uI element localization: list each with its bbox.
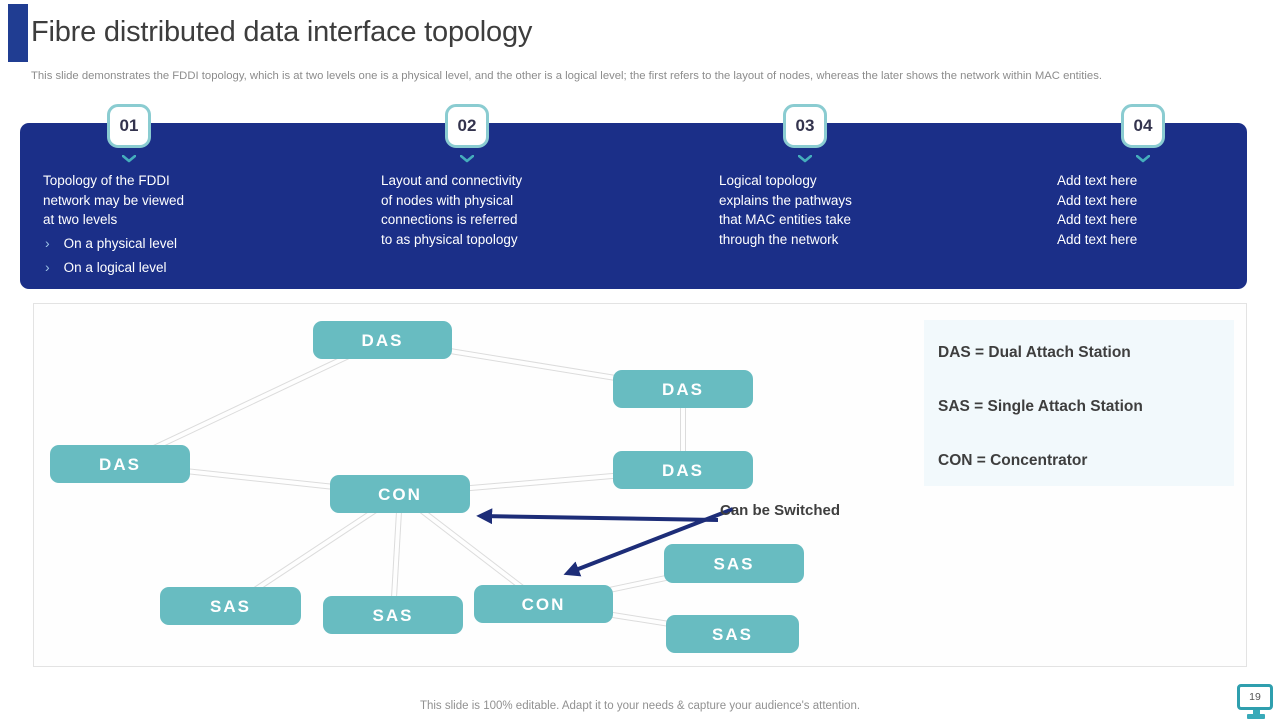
diagram-node-label: SAS xyxy=(714,555,755,574)
diagram-node-das-right-mid xyxy=(613,451,753,489)
diagram-node-label: DAS xyxy=(662,380,704,399)
diagram-node-das-right-top xyxy=(613,370,753,408)
diagram-node-das-top xyxy=(313,321,452,359)
footer-note: This slide is 100% editable. Adapt it to… xyxy=(419,700,861,712)
diagram-node-label: DAS xyxy=(99,455,141,474)
legend-entry-con: CON = Concentrator xyxy=(938,452,1088,469)
bullet-item: › On a physical level xyxy=(43,235,313,251)
step-03-text: Logical topology explains the pathways t… xyxy=(719,173,852,247)
diagram-node-label: DAS xyxy=(662,461,704,480)
step-04-number-badge: 04 xyxy=(1121,104,1165,148)
chevron-down-icon xyxy=(122,155,136,163)
bullet-arrow-icon: › xyxy=(45,259,50,275)
step-04: 04 Add text here Add text here Add text … xyxy=(1057,104,1280,289)
bullet-text: On a physical level xyxy=(63,236,177,251)
chevron-down-icon xyxy=(460,155,474,163)
switch-arrow xyxy=(563,507,734,577)
step-02: 02 Layout and connectivity of nodes with… xyxy=(381,104,681,289)
title-accent-bar xyxy=(8,4,28,62)
diagram-node-sas-mid xyxy=(323,596,463,634)
bullet-arrow-icon: › xyxy=(45,235,50,251)
diagram-node-label: DAS xyxy=(362,331,404,350)
monitor-stand-neck xyxy=(1252,710,1260,714)
step-03: 03 Logical topology explains the pathway… xyxy=(719,104,1019,289)
add-text-line: Add text here xyxy=(1057,231,1138,247)
bullet-text: On a logical level xyxy=(63,260,167,275)
step-01-text: Topology of the FDDI network may be view… xyxy=(43,173,185,227)
bullet-item: › On a logical level xyxy=(43,259,313,275)
diagram-node-label: SAS xyxy=(712,625,753,644)
diagram-node-label: CON xyxy=(378,485,422,504)
add-text-line: Add text here xyxy=(1057,173,1138,188)
step-02-number-badge: 02 xyxy=(445,104,489,148)
step-01-bullets: › On a physical level › On a logical lev… xyxy=(43,235,313,283)
connection-line xyxy=(390,493,399,615)
step-04-lines: Add text here Add text here Add text her… xyxy=(1057,171,1137,249)
chevron-down-icon xyxy=(1136,155,1150,163)
diagram-node-con-center xyxy=(330,475,470,513)
connection-line xyxy=(394,494,403,616)
add-text-line: Add text here xyxy=(1057,192,1138,208)
step-01: 01 Topology of the FDDI network may be v… xyxy=(43,104,343,289)
diagram-node-label: SAS xyxy=(210,597,251,616)
diagram-node-label: SAS xyxy=(373,606,414,625)
page-number-monitor-icon: 19 xyxy=(1237,684,1275,719)
slide-title: Fibre distributed data interface topolog… xyxy=(31,16,533,48)
step-01-number-badge: 01 xyxy=(107,104,151,148)
can-be-switched-label: Can be Switched xyxy=(720,502,841,519)
steps-banner: 01 Topology of the FDDI network may be v… xyxy=(20,104,1247,289)
monitor-stand-base xyxy=(1247,714,1265,719)
diagram-node-label: CON xyxy=(522,595,566,614)
legend-entry-das: DAS = Dual Attach Station xyxy=(938,344,1131,361)
topology-diagram-panel: DAS DAS DAS DAS CON SAS SAS SAS CON SAS Can be Sw… xyxy=(33,303,1247,667)
diagram-node-sas-bottom xyxy=(666,615,799,653)
legend-panel: DAS = Dual Attach Station SAS = Single A… xyxy=(924,320,1234,486)
step-02-text: Layout and connectivity of nodes with ph… xyxy=(381,173,523,247)
diagram-node-sas-right xyxy=(664,544,804,583)
slide-subtitle: This slide demonstrates the FDDI topolog… xyxy=(31,70,1103,82)
add-text-line: Add text here xyxy=(1057,212,1138,227)
diagram-node-sas-left xyxy=(160,587,301,625)
topology-diagram: DAS DAS DAS DAS CON SAS SAS SAS CON SAS xyxy=(50,321,804,653)
page-number: 19 xyxy=(1237,684,1273,710)
diagram-node-con-right xyxy=(474,585,613,623)
switch-arrow xyxy=(476,508,719,525)
diagram-node-das-left xyxy=(50,445,190,483)
step-03-number-badge: 03 xyxy=(783,104,827,148)
chevron-down-icon xyxy=(798,155,812,163)
legend-entry-sas: SAS = Single Attach Station xyxy=(938,398,1143,415)
